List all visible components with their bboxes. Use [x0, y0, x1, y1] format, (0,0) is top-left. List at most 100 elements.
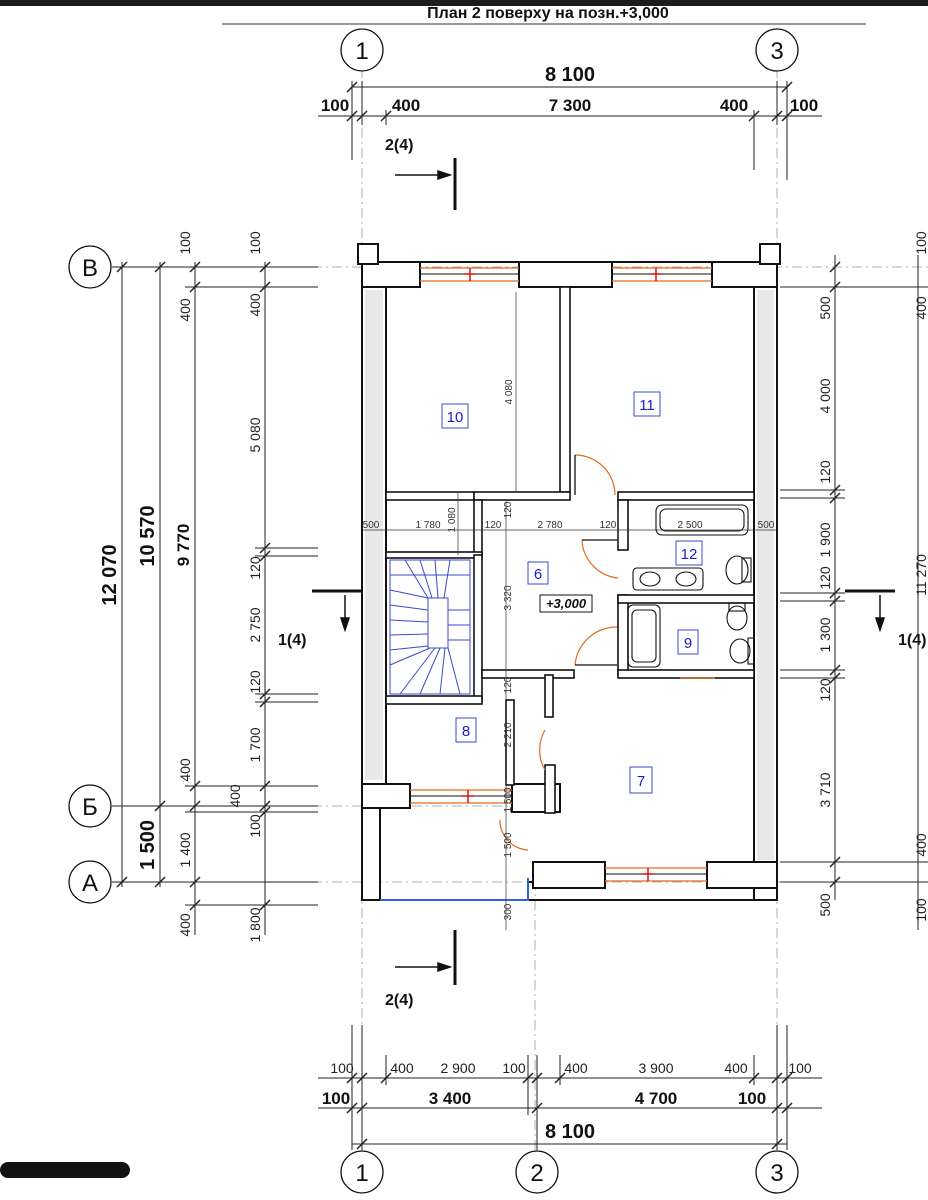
axis-label-a: А	[82, 870, 98, 897]
level-mark-text: +3,000	[546, 596, 587, 611]
room-number-9: 9	[684, 635, 692, 652]
axis-bubble-a	[68, 860, 112, 904]
interior-dim-2780: 2 780	[537, 520, 562, 531]
bottom-dim-r1-400c: 400	[724, 1060, 748, 1076]
axis-label-2-bottom: 2	[530, 1160, 543, 1187]
left-dim-c2-120a: 120	[247, 556, 263, 580]
axis-bubble-1-top	[340, 28, 384, 72]
left-dim-c1-100: 100	[177, 231, 193, 255]
bottom-dim-r1-400a: 400	[390, 1060, 414, 1076]
bottom-dim-r1-2900: 2 900	[440, 1060, 475, 1076]
axis-label-1-bottom: 1	[355, 1160, 368, 1187]
axis-label-1-top: 1	[355, 38, 368, 65]
bottom-overall-dimension: 8 100	[545, 1121, 595, 1143]
section-label-bottom: 2(4)	[385, 992, 413, 1009]
axis-label-v: В	[82, 255, 98, 282]
right-dim-c1-120c: 120	[817, 678, 833, 702]
interior-dim-1500b: 1 500	[503, 832, 514, 857]
left-dim-c2-120b: 120	[247, 670, 263, 694]
left-dim-c2-2750: 2 750	[247, 607, 263, 642]
right-dim-c1-1900: 1 900	[817, 522, 833, 557]
left-dim-1500: 1 500	[137, 820, 159, 870]
interior-dim-4080: 4 080	[504, 379, 515, 404]
left-dim-c2-5080: 5 080	[247, 417, 263, 452]
top-overall-dimension: 8 100	[545, 64, 595, 86]
axis-bubble-3-bottom	[755, 1150, 799, 1194]
left-dim-c1-400c: 400	[177, 913, 193, 937]
left-dim-c2-100b: 100	[247, 814, 263, 838]
section-label-right: 1(4)	[898, 632, 926, 649]
axis-bubble-2-bottom	[515, 1150, 559, 1194]
right-dim-c1-500a: 500	[817, 296, 833, 320]
plan-title: План 2 поверху на позн.+3,000	[427, 5, 669, 22]
room-number-7: 7	[637, 773, 645, 790]
bottom-dim-r1-100b: 100	[502, 1060, 526, 1076]
top-dim-100-right: 100	[790, 96, 818, 115]
room-number-8: 8	[462, 723, 470, 740]
interior-dim-2500: 2 500	[677, 520, 702, 531]
right-dim-c1-3710: 3 710	[817, 772, 833, 807]
axis-bubble-1-bottom	[340, 1150, 384, 1194]
top-dim-400-left: 400	[392, 96, 420, 115]
left-dim-c1-400b: 400	[177, 758, 193, 782]
axis-label-3-bottom: 3	[770, 1160, 783, 1187]
left-dim-c1-400: 400	[177, 298, 193, 322]
top-dim-7300: 7 300	[549, 96, 592, 115]
section-label-left: 1(4)	[278, 632, 306, 649]
room-number-11: 11	[639, 397, 655, 414]
bottom-dim-r2-100b: 100	[738, 1089, 766, 1108]
left-dim-c1-1400: 1 400	[177, 832, 193, 867]
interior-dim-1780: 1 780	[415, 520, 440, 531]
bottom-dim-r2-4700: 4 700	[635, 1089, 678, 1108]
interior-dim-120a: 120	[485, 520, 502, 531]
left-dim-10570: 10 570	[137, 505, 159, 566]
axis-bubble-3-top	[755, 28, 799, 72]
right-dim-c2-400a: 400	[913, 296, 928, 320]
home-indicator[interactable]	[0, 1162, 130, 1178]
interior-dim-500-left: 500	[363, 520, 380, 531]
left-dim-9770: 9 770	[174, 524, 193, 567]
axis-bubble-v	[68, 245, 112, 289]
axis-label-3-top: 3	[770, 38, 783, 65]
left-dim-c2-400: 400	[247, 293, 263, 317]
left-dim-c2-1700: 1 700	[247, 727, 263, 762]
right-dim-c1-120a: 120	[817, 460, 833, 484]
right-dim-c2-100b: 100	[913, 898, 928, 922]
right-dim-c1-1300: 1 300	[817, 617, 833, 652]
interior-dim-120d: 120	[503, 676, 514, 693]
interior-dim-300: 300	[503, 903, 514, 920]
interior-dim-3320: 3 320	[503, 585, 514, 610]
bottom-dim-r1-400b: 400	[564, 1060, 588, 1076]
room-number-10: 10	[447, 409, 464, 426]
left-dim-c2-400: 400	[227, 784, 243, 808]
axis-label-b: Б	[82, 794, 98, 821]
right-dim-c2-100a: 100	[913, 231, 928, 255]
interior-dim-1080: 1 080	[447, 507, 458, 532]
right-dim-c2-400b: 400	[913, 833, 928, 857]
room-number-12: 12	[681, 546, 698, 563]
axis-bubble-b	[68, 784, 112, 828]
bottom-dim-r2-100a: 100	[322, 1089, 350, 1108]
top-status-bar	[0, 0, 928, 6]
bottom-dim-r1-100c: 100	[788, 1060, 812, 1076]
interior-dim-120b: 120	[600, 520, 617, 531]
room-number-6: 6	[534, 566, 542, 583]
right-dim-c2-11270: 11 270	[913, 554, 928, 596]
right-dim-c1-500b: 500	[817, 893, 833, 917]
interior-dim-500-right: 500	[758, 520, 775, 531]
interior-dim-1500a: 1 500	[503, 787, 514, 812]
right-dim-c1-120b: 120	[817, 566, 833, 590]
interior-dim-120c: 120	[503, 501, 514, 518]
right-dim-c1-4000: 4 000	[817, 378, 833, 413]
section-label-top: 2(4)	[385, 137, 413, 154]
bottom-dim-r1-100a: 100	[330, 1060, 354, 1076]
left-dim-total: 12 070	[99, 544, 121, 605]
bottom-dim-r1-3900: 3 900	[638, 1060, 673, 1076]
top-dim-100-left: 100	[321, 96, 349, 115]
level-mark: +3,000	[539, 594, 593, 613]
interior-dim-2210: 2 210	[503, 722, 514, 747]
left-dim-c2-100: 100	[247, 231, 263, 255]
bottom-dim-r2-3400: 3 400	[429, 1089, 472, 1108]
left-dim-c2-1800: 1 800	[247, 907, 263, 942]
